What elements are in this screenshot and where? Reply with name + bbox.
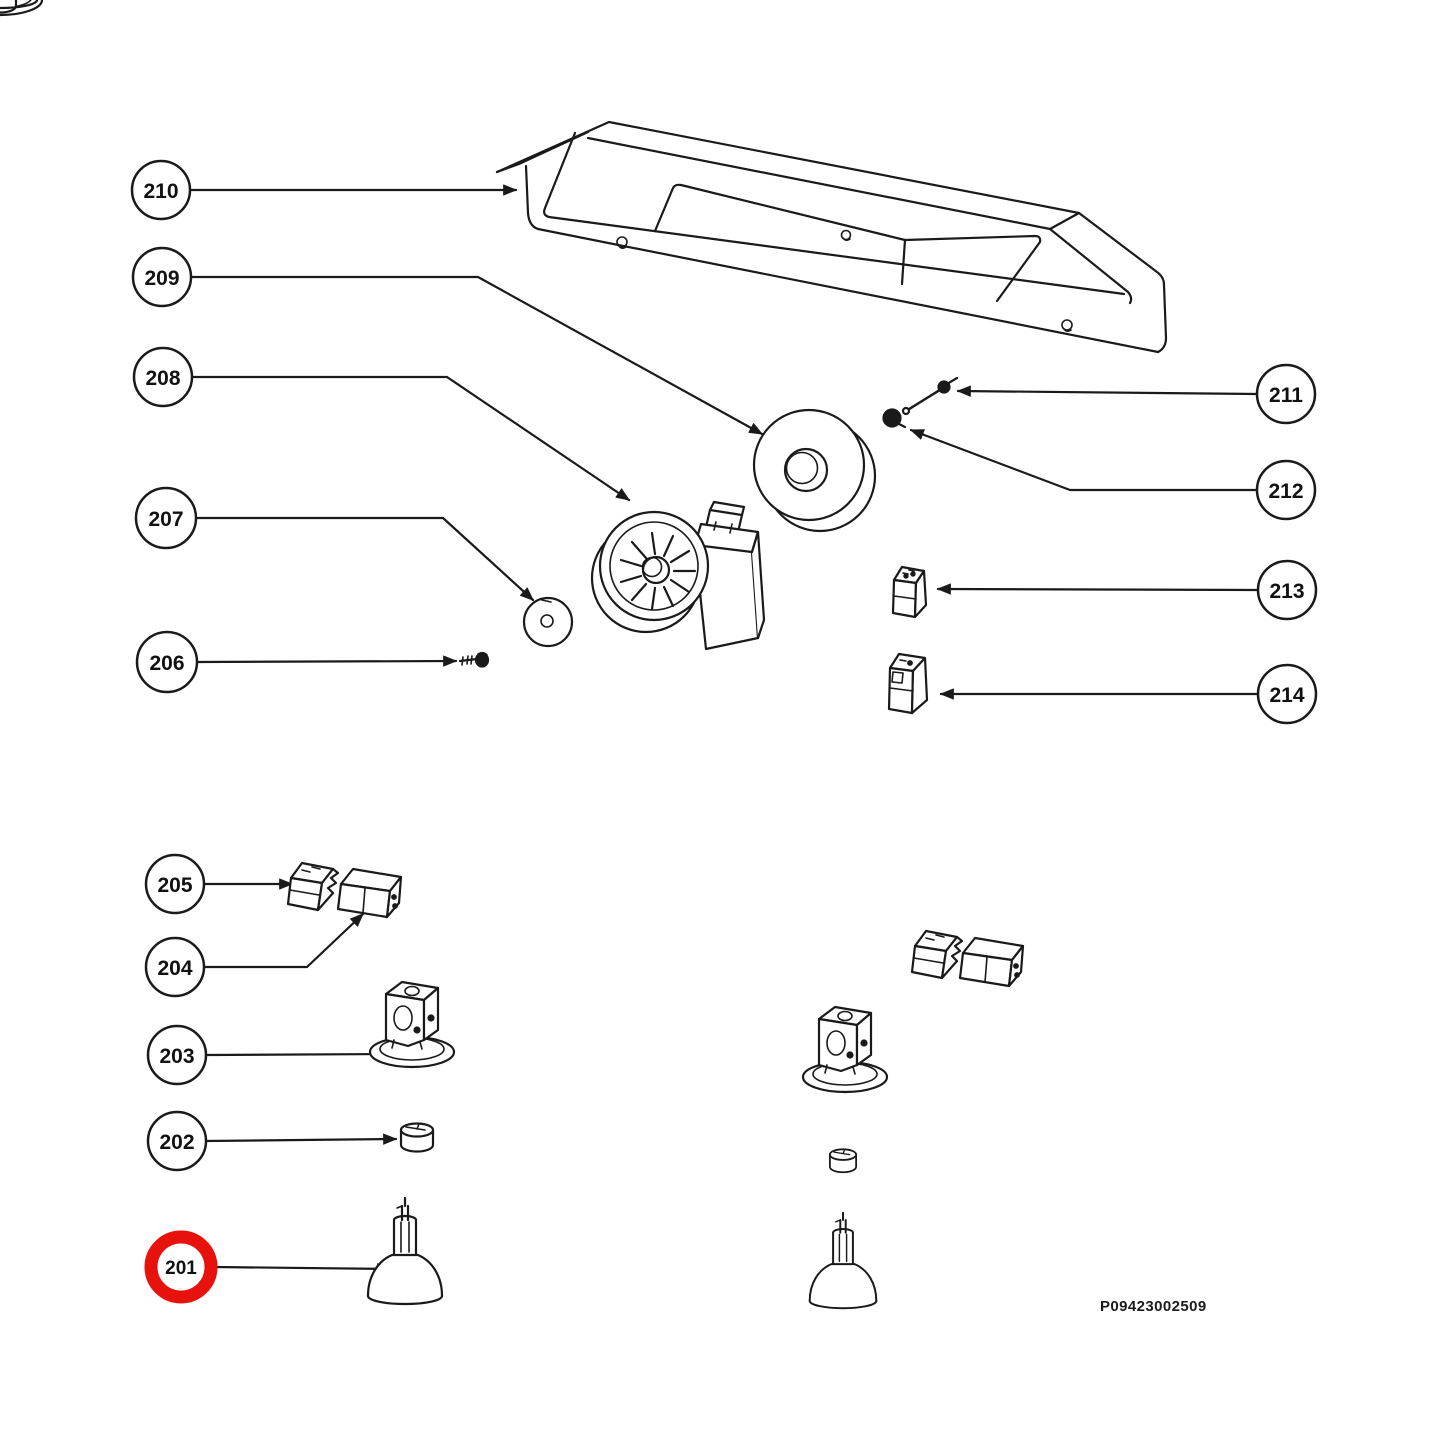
part-drawing-fan-motor — [590, 500, 766, 651]
drawing-part-number: P09423002509 — [1100, 1298, 1207, 1315]
part-drawing-fixing-screw — [458, 651, 490, 668]
part-drawing-plug-connector — [286, 861, 340, 912]
callout-201-highlighted[interactable]: 201 — [144, 1230, 218, 1304]
svg-text:203: 203 — [159, 1045, 194, 1068]
part-drawing-terminal-block — [336, 867, 403, 919]
svg-text:214: 214 — [1269, 684, 1304, 707]
callout-206[interactable]: 206 — [135, 630, 199, 694]
callout-202[interactable]: 202 — [146, 1110, 208, 1172]
callout-203[interactable]: 203 — [146, 1024, 208, 1086]
svg-text:205: 205 — [157, 874, 192, 897]
part-drawing-washer-disc — [522, 596, 574, 648]
callout-207[interactable]: 207 — [134, 486, 198, 550]
svg-text:213: 213 — [1269, 580, 1304, 603]
part-drawing-ball-nut — [882, 408, 907, 429]
highlight-ring — [144, 1230, 218, 1304]
callout-209[interactable]: 209 — [131, 246, 193, 308]
callout-210[interactable]: 210 — [130, 159, 192, 221]
svg-text:201: 201 — [165, 1258, 197, 1279]
part-drawing-lamp-bulb-left — [366, 1196, 444, 1306]
part-drawing-terminal-block-right — [958, 936, 1025, 988]
svg-text:208: 208 — [145, 367, 180, 390]
callout-214[interactable]: 214 — [1256, 663, 1318, 725]
callout-204[interactable]: 204 — [144, 936, 206, 998]
svg-text:211: 211 — [1269, 384, 1303, 407]
callout-205[interactable]: 205 — [144, 853, 206, 915]
part-drawing-lamp-cap-left — [399, 1122, 435, 1153]
callout-213[interactable]: 213 — [1256, 559, 1318, 621]
leader-lines — [188, 184, 1260, 1275]
part-drawing-lamp-socket-left — [368, 980, 456, 1069]
part-drawing-plug-connector-right — [910, 929, 964, 980]
svg-text:204: 204 — [157, 957, 192, 980]
part-drawing-lamp-socket-right — [801, 1005, 889, 1094]
svg-text:209: 209 — [144, 267, 179, 290]
svg-text:206: 206 — [149, 652, 184, 675]
part-drawing-lamp-cap-right — [828, 1148, 858, 1174]
part-drawing-lamp-bulb-right — [808, 1211, 878, 1310]
part-drawing-connector-214 — [887, 652, 929, 715]
part-drawing-shaft-screw — [901, 376, 959, 416]
svg-text:212: 212 — [1268, 480, 1303, 503]
svg-text:202: 202 — [159, 1131, 194, 1154]
svg-text:207: 207 — [148, 508, 183, 531]
part-drawing-connector-213 — [891, 565, 928, 619]
cover-cutout — [653, 183, 1042, 303]
callout-212[interactable]: 212 — [1255, 459, 1317, 521]
callout-208[interactable]: 208 — [132, 346, 194, 408]
fan-blades — [619, 531, 697, 611]
part-drawing-blower-ring — [752, 408, 877, 533]
svg-text:210: 210 — [143, 180, 178, 203]
callout-211[interactable]: 211 — [1255, 363, 1317, 425]
callouts: 210 209 208 207 206 205 204 203 — [130, 159, 1318, 1304]
part-drawing-top-cover-panel — [495, 120, 1168, 354]
